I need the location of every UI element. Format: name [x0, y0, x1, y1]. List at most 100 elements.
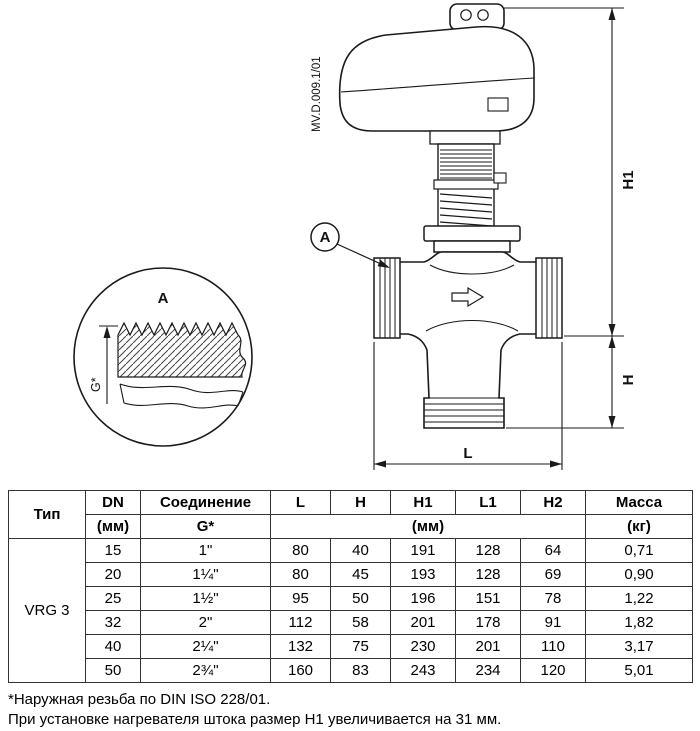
thread-break-lines — [119, 383, 244, 409]
actuator-top-connector — [449, 3, 505, 31]
h-cell: 45 — [330, 562, 391, 587]
actuator-body — [338, 25, 535, 132]
l-cell: 95 — [270, 586, 331, 611]
body-inner-curve-top — [429, 264, 515, 275]
table-row: VRG 3 15 1" 80 40 191 128 64 0,71 — [8, 538, 693, 683]
left-port-grooves — [379, 258, 396, 338]
col-header-h2: H2 — [520, 490, 586, 515]
h2-cell: 91 — [520, 610, 586, 635]
l1-cell: 178 — [455, 610, 521, 635]
mass-cell: 1,22 — [585, 586, 693, 611]
actuator-indicator — [487, 97, 509, 112]
valve-body-outline — [375, 251, 561, 429]
g-cell: 1½" — [140, 586, 271, 611]
dn-cell: 25 — [85, 586, 141, 611]
col-header-h: H — [330, 490, 391, 515]
footnote-thread-standard: *Наружная резьба по DIN ISO 228/01. — [8, 691, 271, 708]
bonnet-flange-upper — [423, 225, 521, 242]
stem-thread-lines — [440, 149, 492, 179]
actuator-neck — [429, 130, 501, 145]
bottom-port-grooves — [424, 403, 504, 423]
dim-h1-label: H1 — [620, 170, 637, 189]
dn-cell: 20 — [85, 562, 141, 587]
dimension-l: L — [373, 342, 563, 470]
detail-view-label: A — [158, 290, 169, 307]
dn-cell: 32 — [85, 610, 141, 635]
col-subheader-mass-unit: (кг) — [585, 514, 693, 539]
footnotes: *Наружная резьба по DIN ISO 228/01. При … — [8, 690, 700, 731]
thread-size-label: G* — [89, 377, 103, 392]
h-cell: 83 — [330, 658, 391, 683]
actuator — [338, 3, 535, 145]
dn-cell: 15 — [85, 538, 141, 563]
col-header-mass: Масса — [585, 490, 693, 515]
callout-arrowhead-icon — [377, 259, 390, 268]
h1-cell: 196 — [390, 586, 456, 611]
l-cell: 132 — [270, 634, 331, 659]
h1-cell: 193 — [390, 562, 456, 587]
thread-dim-lines — [99, 325, 118, 404]
h2-cell: 110 — [520, 634, 586, 659]
connector-bolt-icon — [460, 9, 472, 21]
dim-h-label: H — [620, 375, 637, 386]
l1-cell: 128 — [455, 538, 521, 563]
table-row: 50 2¾" 160 83 243 234 120 5,01 — [9, 658, 693, 683]
left-port-cap — [373, 257, 401, 339]
right-port-cap — [535, 257, 563, 339]
dim-extension-lines-right — [504, 7, 624, 429]
stem-and-spring — [433, 143, 507, 229]
col-header-dn: DN — [85, 490, 141, 515]
h-cell: 75 — [330, 634, 391, 659]
h2-cell: 120 — [520, 658, 586, 683]
l-cell: 80 — [270, 538, 331, 563]
col-header-l1: L1 — [455, 490, 521, 515]
h1-cell: 201 — [390, 610, 456, 635]
g-cell: 2" — [140, 610, 271, 635]
l-cell: 80 — [270, 562, 331, 587]
dimension-table: Тип DN Соединение L H H1 L1 H2 Масса (мм… — [8, 490, 693, 683]
col-header-h1: H1 — [390, 490, 456, 515]
col-header-connection: Соединение — [140, 490, 271, 515]
spring-coils — [439, 193, 493, 227]
h2-cell: 64 — [520, 538, 586, 563]
h1-cell: 191 — [390, 538, 456, 563]
stem-collar — [433, 179, 499, 190]
l1-cell: 234 — [455, 658, 521, 683]
bonnet-flange-lower — [433, 240, 511, 253]
h1-cell: 230 — [390, 634, 456, 659]
mass-cell: 3,17 — [585, 634, 693, 659]
dim-arrowhead-icon — [608, 416, 616, 428]
dim-extension-lines-bottom — [373, 342, 563, 470]
g-cell: 1" — [140, 538, 271, 563]
connector-bolt-icon — [477, 9, 489, 21]
h-cell: 58 — [330, 610, 391, 635]
thread-dim-arrowhead-icon — [103, 326, 111, 338]
detail-view: A G* — [73, 267, 253, 447]
dimension-h1-h: H1 H — [504, 7, 637, 429]
l1-cell: 128 — [455, 562, 521, 587]
dim-arrowhead-icon — [608, 336, 616, 348]
l1-cell: 201 — [455, 634, 521, 659]
stem-clip — [493, 172, 507, 184]
right-port-grooves — [541, 258, 558, 338]
col-header-l: L — [270, 490, 331, 515]
dn-cell: 50 — [85, 658, 141, 683]
type-value-cell: VRG 3 — [8, 538, 86, 683]
h2-cell: 69 — [520, 562, 586, 587]
dn-cell: 40 — [85, 634, 141, 659]
g-cell: 1¼" — [140, 562, 271, 587]
h-cell: 50 — [330, 586, 391, 611]
col-subheader-mm-unit: (мм) — [270, 514, 586, 539]
valve-technical-drawing: A MV.D.009.1/01 A G* H1 H L — [73, 3, 637, 470]
dim-arrowhead-icon — [550, 460, 562, 468]
col-subheader-g: G* — [140, 514, 271, 539]
table-row: 20 1¼" 80 45 193 128 69 0,90 — [9, 562, 693, 587]
doc-number-label: MV.D.009.1/01 — [311, 56, 323, 132]
callout-circle — [310, 222, 340, 252]
col-header-type: Тип — [8, 490, 86, 539]
table-row: 32 2" 112 58 201 178 91 1,82 — [9, 610, 693, 635]
g-cell: 2¼" — [140, 634, 271, 659]
actuator-seam-line — [340, 77, 535, 93]
thread-section-hatched — [117, 321, 247, 378]
mass-cell: 0,71 — [585, 538, 693, 563]
